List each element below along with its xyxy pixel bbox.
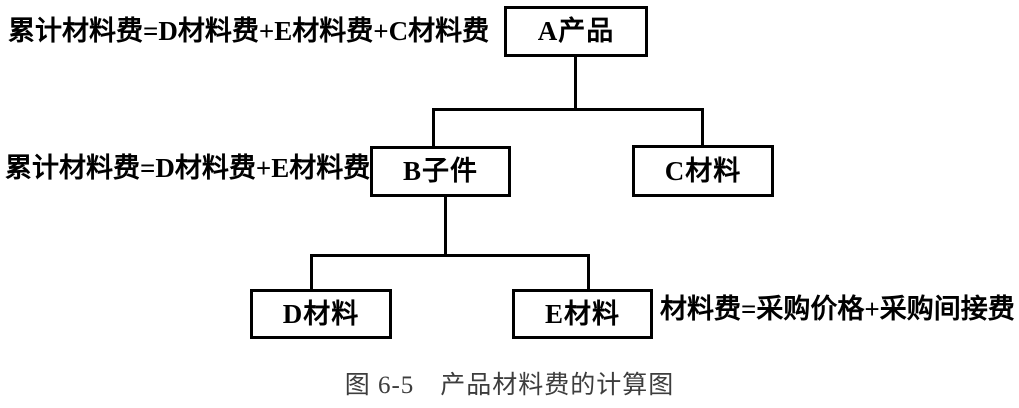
node-box-b-subpart: B子件	[370, 146, 511, 197]
connector-a-down	[574, 57, 577, 111]
connector-level1-rail	[432, 108, 704, 111]
connector-to-c	[701, 108, 704, 147]
formula-cumulative-cost-a: 累计材料费=D材料费+E材料费+C材料费	[8, 16, 490, 46]
node-box-e-material: E材料	[512, 289, 653, 339]
connector-to-d	[310, 254, 313, 291]
formula-material-cost: 材料费=采购价格+采购间接费	[660, 294, 1015, 324]
figure-caption: 图 6-5 产品材料费的计算图	[344, 372, 675, 399]
connector-to-e	[587, 254, 590, 291]
node-box-c-material: C材料	[632, 145, 774, 197]
connector-level2-rail	[310, 254, 590, 257]
node-box-d-material: D材料	[250, 289, 392, 339]
connector-to-b	[432, 108, 435, 148]
connector-b-down	[444, 197, 447, 257]
node-box-a-product: A产品	[504, 6, 648, 57]
formula-cumulative-cost-b: 累计材料费=D材料费+E材料费	[5, 153, 371, 183]
